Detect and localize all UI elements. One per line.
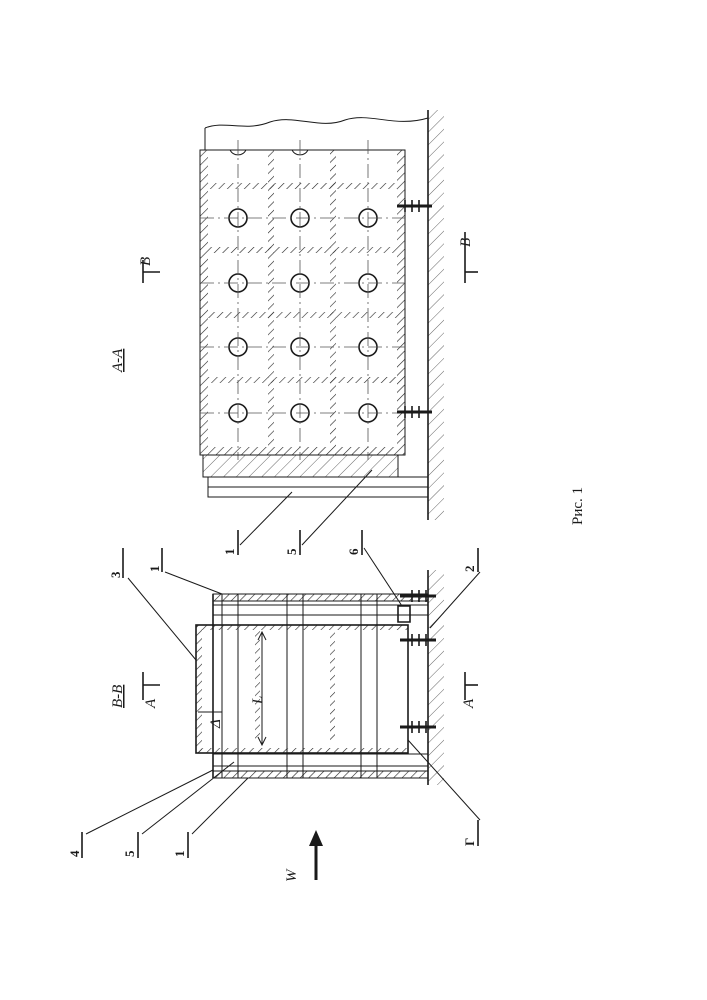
leader-1-left — [192, 778, 248, 834]
dim-l: L — [250, 696, 266, 705]
aa-rib-h1 — [208, 183, 397, 189]
aa-frame-inner — [208, 150, 397, 447]
aa-rib-v2 — [330, 150, 336, 447]
bb-inner-top-wall — [196, 625, 202, 753]
b-mark-top: В — [138, 257, 154, 266]
bb-rod — [213, 754, 428, 766]
aa-rib-h4 — [208, 377, 397, 383]
aa-rib-v1 — [268, 150, 274, 447]
leader-1-right — [240, 492, 292, 545]
figure-caption: Рис. 1 — [570, 487, 586, 525]
b-mark-bottom: В — [458, 238, 474, 247]
aa-rib-h2 — [208, 247, 397, 253]
section-bb-title: В-В — [110, 685, 126, 708]
ground-hatch-right — [428, 110, 444, 520]
dim-delta: Δ — [208, 719, 224, 729]
aa-rib-h3 — [208, 312, 397, 318]
ref-1-right: 1 — [222, 549, 237, 556]
a-mark-bottom: А — [461, 698, 477, 709]
bb-wall-top — [213, 594, 428, 601]
section-aa-view: А-А В В — [110, 110, 478, 545]
wind-arrow: W — [284, 830, 323, 882]
leader-5-left — [142, 762, 234, 834]
ref-4: 4 — [67, 850, 82, 857]
ref-5-left: 5 — [122, 850, 137, 857]
ref-5-right: 5 — [284, 548, 299, 555]
ref-6: 6 — [346, 548, 361, 555]
bb-inner-bottom-cap — [196, 748, 408, 753]
leader-3 — [128, 578, 196, 660]
ref-gamma: Г — [462, 838, 477, 846]
bb-plate — [330, 630, 335, 740]
bb-rod — [213, 605, 428, 615]
ref-2: 2 — [462, 566, 477, 573]
bb-wall-bottom — [213, 771, 428, 778]
wind-label: W — [284, 868, 300, 882]
ref-1-left: 1 — [172, 851, 187, 858]
bb-bracket-6 — [398, 606, 410, 622]
leader-1-top — [165, 572, 222, 594]
ref-3: 3 — [108, 571, 123, 578]
leader-4 — [86, 770, 213, 834]
section-aa-title: А-А — [110, 348, 126, 373]
a-mark-top: А — [143, 698, 159, 709]
bb-inner-top-cap — [196, 625, 408, 630]
section-bb-view: L Δ В-В А А — [67, 530, 480, 882]
break-line — [205, 118, 428, 128]
bb-plate — [255, 630, 260, 740]
bb-inner-box — [196, 625, 408, 753]
ground-hatch-left — [428, 570, 444, 785]
ref-1-top: 1 — [147, 566, 162, 573]
